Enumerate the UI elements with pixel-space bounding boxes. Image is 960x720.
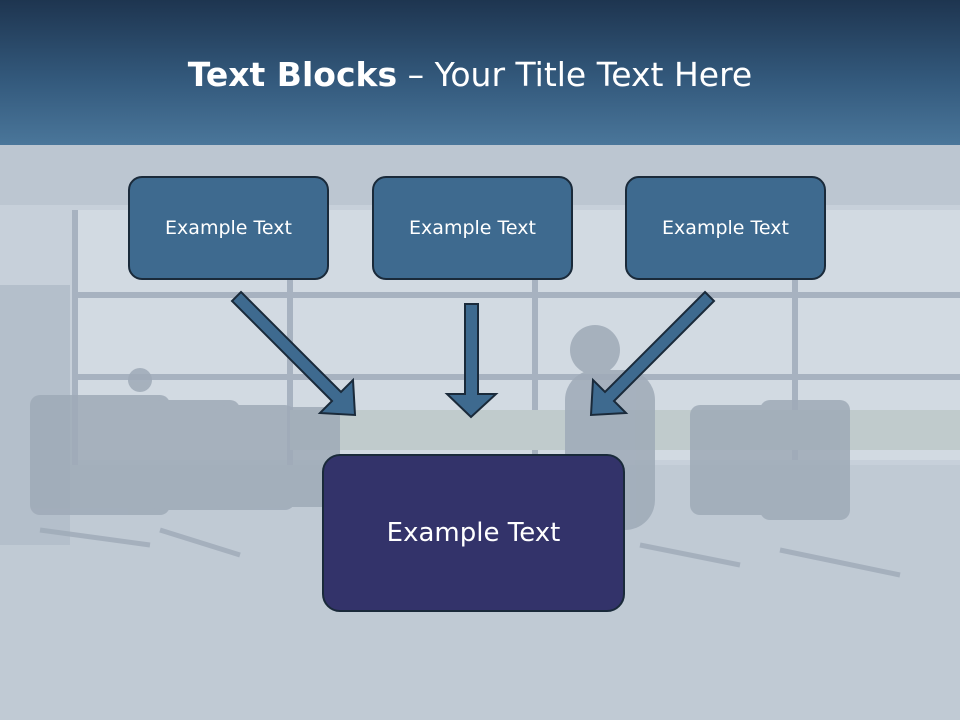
top-box-3-label: Example Text — [662, 217, 789, 239]
top-box-2-label: Example Text — [409, 217, 536, 239]
title-separator: – — [397, 55, 435, 94]
arrow-right-to-center — [589, 290, 716, 417]
top-box-1: Example Text — [128, 176, 329, 280]
slide-title: Text Blocks – Your Title Text Here — [0, 54, 940, 96]
top-box-1-label: Example Text — [165, 217, 292, 239]
arrow-center-down — [444, 303, 499, 419]
top-box-3: Example Text — [625, 176, 826, 280]
bottom-box-label: Example Text — [386, 518, 561, 548]
title-band: Text Blocks – Your Title Text Here — [0, 0, 960, 145]
bottom-box: Example Text — [322, 454, 625, 612]
title-bold-part: Text Blocks — [187, 55, 398, 94]
top-box-2: Example Text — [372, 176, 573, 280]
title-rest: Your Title Text Here — [434, 55, 753, 94]
arrow-left-to-center — [230, 290, 357, 417]
